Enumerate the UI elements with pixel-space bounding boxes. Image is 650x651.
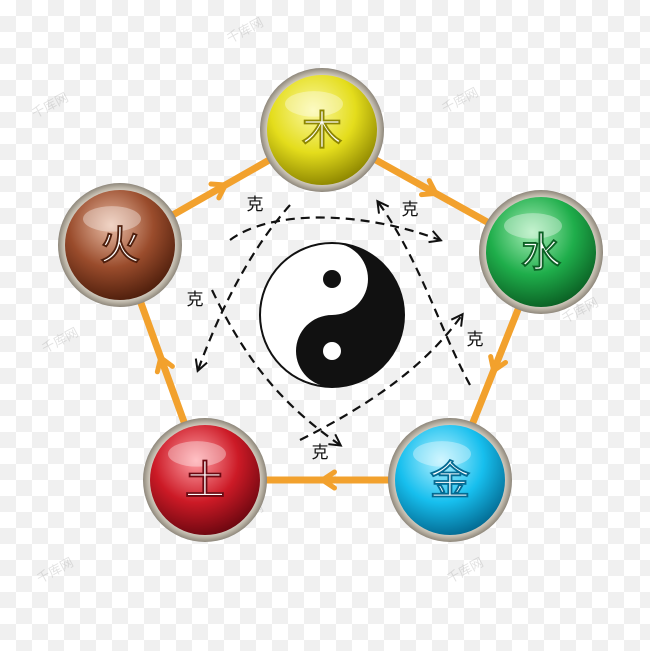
restrain-arrow-water-to-fire xyxy=(299,315,462,441)
element-label-water: 水 xyxy=(521,229,562,276)
generating-arrowhead-earth xyxy=(154,355,175,375)
restrain-arrow-earth-to-water xyxy=(211,289,340,445)
restrain-label-wood-to-earth: 克 xyxy=(187,290,204,310)
restrain-label-fire-to-metal: 克 xyxy=(247,195,264,215)
yang-dot xyxy=(323,342,341,360)
element-node-water: 水 xyxy=(479,190,603,314)
element-node-earth: 土 xyxy=(143,418,267,542)
element-ball-water xyxy=(486,197,596,307)
element-label-wood: 木 xyxy=(302,107,342,154)
generating-arrow-wood xyxy=(363,151,500,231)
element-gloss-fire xyxy=(83,206,141,232)
element-ball-earth xyxy=(150,425,260,535)
element-gloss-earth xyxy=(168,441,226,467)
element-ball-wood xyxy=(267,75,377,185)
restrain-label-metal-to-wood: 克 xyxy=(402,200,419,220)
element-ball-metal xyxy=(395,425,505,535)
element-label-earth: 土 xyxy=(185,457,225,504)
generating-arrowhead-fire xyxy=(208,181,228,201)
element-gloss-water xyxy=(504,213,562,239)
element-gloss-metal xyxy=(413,441,471,467)
element-nodes: 木水金 土 火 xyxy=(58,68,603,542)
yin-dot xyxy=(323,270,341,288)
generating-arrowhead-metal xyxy=(320,469,337,491)
generating-cycle xyxy=(134,151,526,491)
yin-yang-symbol xyxy=(259,242,405,388)
element-label-fire: 火 xyxy=(100,222,140,269)
restrain-arrow-wood-to-earth xyxy=(198,204,291,370)
element-node-wood: 木 xyxy=(260,68,384,192)
restrain-arrow-fire-to-metal xyxy=(229,216,440,241)
restrain-arrow-metal-to-wood xyxy=(378,202,471,386)
restrain-label-earth-to-water: 克 xyxy=(312,443,329,463)
restrain-label-water-to-fire: 克 xyxy=(467,330,484,350)
generating-arrowhead-wood xyxy=(418,178,439,198)
element-node-metal: 金 xyxy=(388,418,512,542)
generating-arrow-fire xyxy=(161,152,281,223)
element-ball-fire xyxy=(65,190,175,300)
element-node-fire: 火 xyxy=(58,183,182,307)
generating-arrowhead-water xyxy=(488,354,509,374)
generating-arrow-earth xyxy=(134,290,191,435)
generating-arrow-water xyxy=(465,296,526,436)
element-label-metal: 金 xyxy=(429,457,471,504)
element-gloss-wood xyxy=(285,91,343,117)
